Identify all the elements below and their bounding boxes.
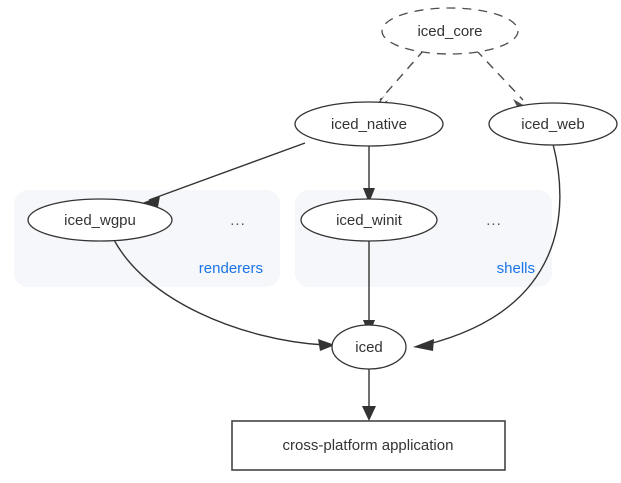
node-iced-shape[interactable]: [331, 324, 407, 370]
node-iced[interactable]: iced: [331, 324, 407, 370]
node-iced-winit[interactable]: iced_winit: [300, 198, 438, 242]
node-iced-wgpu-shape[interactable]: [27, 198, 173, 242]
node-iced-core-shape[interactable]: [381, 7, 519, 55]
arrow-head: [362, 406, 376, 421]
cluster-renderers-label: renderers: [199, 260, 263, 277]
node-iced-wgpu[interactable]: iced_wgpu: [27, 198, 173, 242]
arrow-head: [413, 339, 434, 351]
node-application-label: cross-platform application: [283, 437, 454, 454]
node-iced-wgpu-label: iced_wgpu: [64, 212, 136, 229]
node-iced-web[interactable]: iced_web: [488, 102, 618, 146]
node-application-shape[interactable]: [231, 420, 506, 471]
edge-line: [379, 49, 425, 101]
node-iced-winit-label: iced_winit: [336, 212, 403, 229]
cluster-shells-label: shells: [497, 260, 535, 277]
cluster-renderers-ellipsis: ...: [230, 212, 246, 229]
node-iced-label: iced: [355, 339, 383, 356]
edge-line: [424, 143, 561, 346]
edge-line: [112, 237, 326, 346]
cluster-shells-ellipsis: ...: [486, 212, 502, 229]
edge-line: [148, 142, 306, 201]
arrow-head: [363, 188, 375, 203]
node-iced-core[interactable]: iced_core: [381, 7, 519, 55]
node-iced-web-label: iced_web: [521, 116, 584, 133]
node-iced-winit-shape[interactable]: [300, 198, 438, 242]
arrow-head: [318, 339, 335, 351]
edge-iced-web-to-iced: [413, 143, 561, 351]
node-iced-native[interactable]: iced_native: [294, 101, 444, 147]
edge-line: [475, 49, 524, 101]
edge-iced-wgpu-to-iced: [112, 237, 335, 351]
edge-iced-to-application: [362, 369, 376, 421]
node-iced-native-label: iced_native: [331, 116, 407, 133]
edge-iced-native-to-iced-winit: [363, 146, 375, 203]
node-iced-native-shape[interactable]: [294, 101, 444, 147]
node-cross-platform-application[interactable]: cross-platform application: [231, 420, 506, 471]
edge-iced-core-to-iced-web: [475, 49, 532, 110]
node-iced-web-shape[interactable]: [488, 102, 618, 146]
node-iced-core-label: iced_core: [417, 23, 482, 40]
